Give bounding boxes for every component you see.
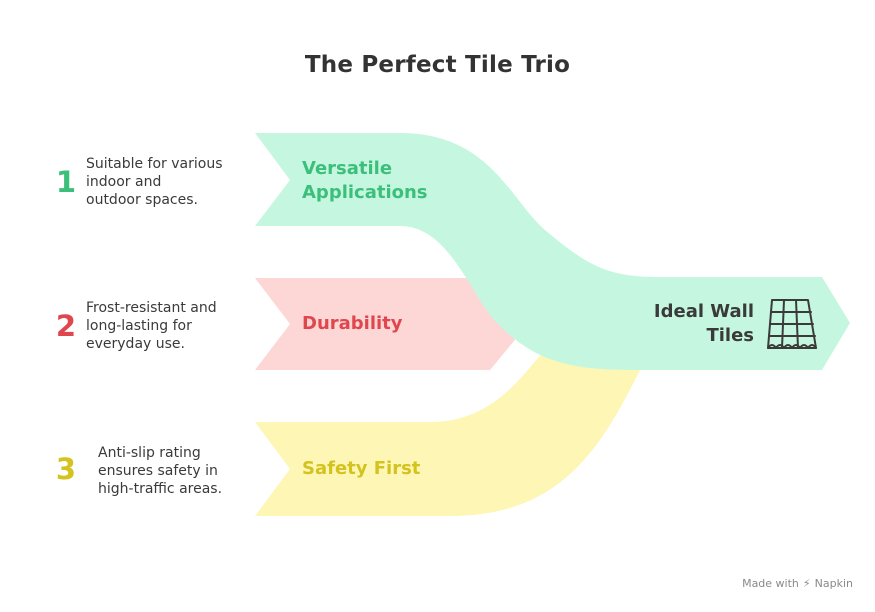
diagram-title: The Perfect Tile Trio bbox=[304, 52, 571, 78]
stage-label-versatile: Versatile Applications bbox=[302, 158, 428, 203]
footer-text: Made with bbox=[742, 577, 799, 590]
item-number-3: 3 bbox=[55, 452, 77, 486]
tile-grid-icon bbox=[767, 299, 817, 349]
item-description-1: Suitable for various indoor and outdoor … bbox=[86, 156, 223, 208]
stage-label-safety: Safety First bbox=[302, 458, 421, 479]
safety-band bbox=[255, 326, 690, 516]
footer-credit[interactable]: Made with ⚡ Napkin bbox=[742, 577, 853, 590]
item-number-1: 1 bbox=[55, 165, 77, 199]
item-description-2: Frost-resistant and long-lasting for eve… bbox=[86, 300, 217, 352]
item-number-2: 2 bbox=[55, 309, 77, 343]
versatile-band bbox=[255, 133, 850, 370]
napkin-logo-icon: ⚡ bbox=[802, 577, 811, 590]
footer-brand: Napkin bbox=[814, 577, 853, 590]
durability-band bbox=[255, 278, 528, 370]
item-description-3: Anti-slip rating ensures safety in high-… bbox=[98, 445, 223, 497]
target-label: Ideal Wall Tiles bbox=[653, 301, 754, 346]
stage-label-durability: Durability bbox=[302, 313, 403, 334]
